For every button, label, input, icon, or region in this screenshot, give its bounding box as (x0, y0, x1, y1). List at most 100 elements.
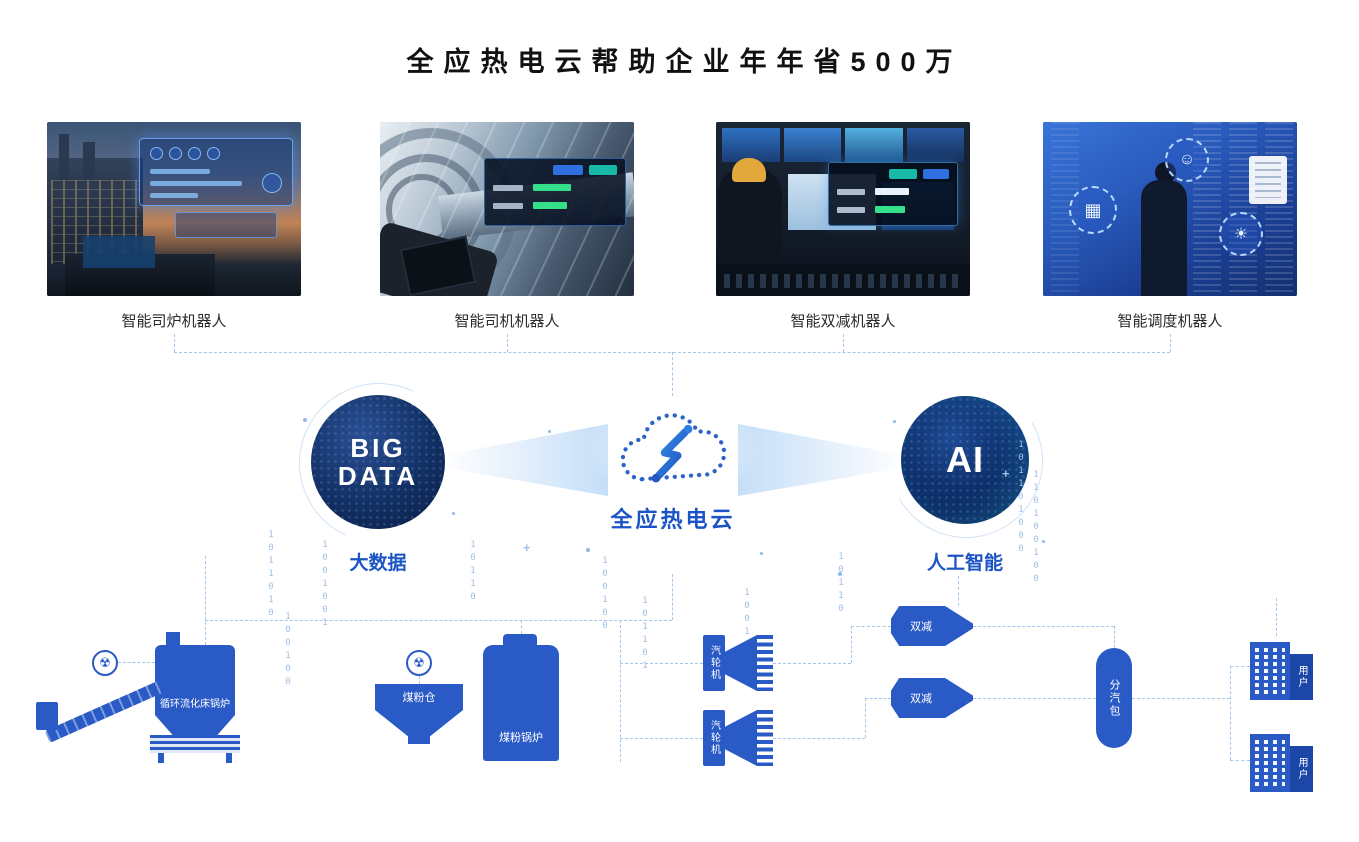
caption-driver-robot: 智能司机机器人 (454, 313, 560, 330)
connector-line (174, 334, 175, 352)
binary-column: 100100 (742, 588, 752, 666)
pipe-line (205, 556, 206, 645)
coal-bunker-funnel (375, 710, 463, 736)
reducer-1-label: 双减 (910, 621, 932, 633)
ai-sphere: AI (901, 396, 1029, 524)
idea-ring-icon: ☀ (1219, 212, 1263, 256)
pipe-line (620, 663, 703, 664)
caption-dual-reduction-robot: 智能双减机器人 (790, 313, 896, 330)
caption-dispatch-robot: 智能调度机器人 (1117, 313, 1223, 330)
pipe-line (865, 698, 866, 738)
connector-line (672, 352, 673, 396)
turbine-2-label: 汽轮机 (708, 720, 720, 756)
turbine-2-blades (757, 710, 773, 766)
user-building-2: 用户 (1250, 728, 1314, 792)
turbine-1-cone (725, 635, 757, 691)
ai-text: AI (946, 439, 984, 480)
boiler-grate (150, 735, 240, 753)
gauge-icons-row (150, 147, 220, 160)
reducer-2-label: 双减 (910, 693, 932, 705)
chart-icon: ▦ (1084, 199, 1102, 220)
metric-label-bar (837, 207, 865, 213)
wall-screen (845, 128, 903, 162)
pipe-line (521, 620, 522, 634)
cfb-boiler-label: 循环流化床锅炉 (160, 699, 230, 710)
code-column (1229, 122, 1257, 296)
binary-column: 100100 (283, 612, 293, 690)
cfb-boiler-body: 循环流化床锅炉 (155, 645, 235, 715)
hud-bar (150, 169, 210, 174)
wall-screen (722, 128, 780, 162)
pipe-line (419, 676, 420, 684)
photo-stoker-robot (47, 122, 301, 296)
big-data-label: 大数据 (349, 553, 407, 574)
gauge-icon (207, 147, 220, 160)
binary-column: 10110 (836, 552, 846, 617)
holographic-control-panel (139, 138, 293, 206)
binary-column: 101101000 (1016, 440, 1026, 557)
particle-plus: + (523, 540, 531, 555)
coal-bunker-label: 煤粉仓 (402, 692, 436, 704)
coal-feed-bin (36, 702, 58, 730)
wall-screen (783, 128, 841, 162)
particle-dot (893, 420, 896, 423)
particle-dot (1042, 540, 1045, 543)
turbine-2-body: 汽轮机 (703, 710, 725, 766)
wall-screen (906, 128, 964, 162)
ai-label: 人工智能 (926, 553, 1003, 574)
hud-bar (150, 181, 242, 186)
radiation-icon: ☢ (92, 650, 118, 676)
pipe-line (1230, 666, 1250, 667)
chimney-silhouette (83, 142, 95, 182)
boiler-leg (158, 753, 164, 763)
pipe-line (620, 620, 621, 762)
console-buttons (724, 274, 962, 288)
coal-bunker-neck (408, 736, 430, 744)
building-tower (1250, 734, 1290, 792)
photo-dual-reduction-robot (716, 122, 970, 296)
caption-stoker-robot: 智能司炉机器人 (121, 313, 227, 330)
binary-column: 110100100 (1031, 470, 1041, 587)
pipe-line (118, 662, 155, 663)
metric-value-bar (533, 202, 567, 209)
metric-label-bar (837, 189, 865, 195)
turbine-1-blades (757, 635, 773, 691)
pipe-line (1114, 626, 1115, 648)
boiler-chimney (166, 632, 180, 647)
user-label-2: 用户 (1296, 757, 1307, 781)
particle-dot (303, 418, 307, 422)
particle-plus: + (1002, 466, 1010, 481)
code-column (1265, 122, 1293, 296)
light-beam-left (442, 424, 608, 496)
wall-screens (716, 122, 970, 168)
pipe-line (851, 626, 891, 627)
report-lines (1255, 162, 1281, 198)
steam-drum-label: 分汽包 (1108, 678, 1120, 718)
particle-dot (586, 548, 590, 552)
building-windows (1255, 648, 1285, 696)
turbine-1-body: 汽轮机 (703, 635, 725, 691)
dial-icon (262, 173, 282, 193)
coal-boiler-body: 煤粉锅炉 (483, 645, 559, 761)
report-panel (1249, 156, 1287, 204)
pipe-line (672, 574, 673, 620)
tag-chip-teal (889, 169, 917, 179)
sphere-dot-texture (311, 395, 445, 529)
turbine-2-cone (725, 710, 757, 766)
big-data-word-2: DATA (337, 461, 419, 491)
particle-dot (548, 430, 551, 433)
boiler-hopper (155, 715, 235, 735)
building-annex: 用户 (1290, 654, 1313, 700)
cloud-logo (620, 413, 727, 483)
user-label-1: 用户 (1296, 665, 1307, 689)
gauge-icon (150, 147, 163, 160)
user-building-1: 用户 (1250, 636, 1314, 700)
connector-line (1170, 334, 1171, 352)
pipe-line (973, 626, 1114, 627)
building-tower (1250, 642, 1290, 700)
coal-bunker-top: 煤粉仓 (375, 684, 463, 710)
binary-column: 101101 (640, 596, 650, 674)
pipe-line (958, 576, 959, 606)
manager-silhouette (1141, 180, 1187, 296)
